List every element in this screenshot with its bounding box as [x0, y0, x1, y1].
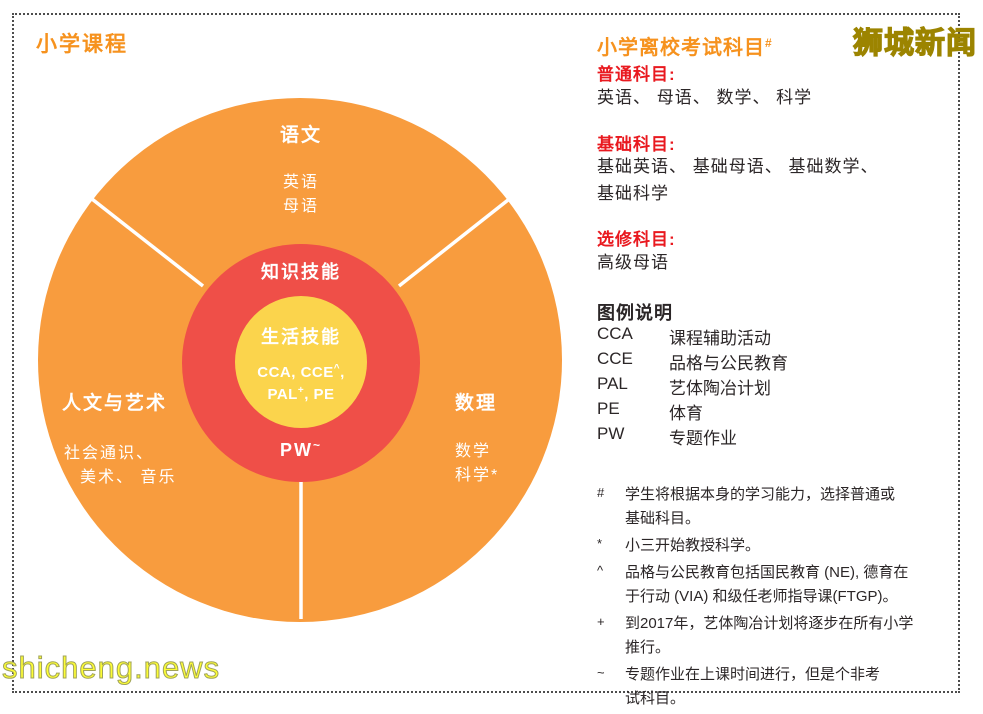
footnote-text: 学生将根据本身的学习能力，选择普通或 基础科目。 [625, 486, 896, 527]
legend-desc: 体育 [669, 404, 703, 423]
legend-abbr: CCA [597, 324, 633, 343]
exam-section-title: 小学离校考试科目# [597, 36, 773, 59]
legend-abbr: PW [597, 424, 625, 443]
footnote-marker: ~ [597, 665, 605, 680]
watermark-site-url: shicheng.news [1, 650, 221, 686]
footnotes-list: # 学生将根据本身的学习能力，选择普通或 基础科目。 * 小三开始教授科学。 ^… [597, 483, 949, 714]
legend-title: 图例说明 [597, 303, 673, 323]
segment-subjects-languages: 英语 母语 [282, 174, 320, 215]
footnote-marker: + [597, 614, 605, 629]
legend-abbr: CCE [597, 349, 633, 368]
segment-subjects-humanities: 社会通识、 美术、 音乐 [64, 445, 177, 486]
life-skills-core [235, 296, 367, 428]
page-title: 小学课程 [36, 33, 128, 56]
footnote-marker: * [597, 536, 603, 551]
footnote: + 到2017年，艺体陶冶计划将逐步在所有小学 推行。 [597, 612, 949, 660]
footnote: # 学生将根据本身的学习能力，选择普通或 基础科目。 [597, 483, 949, 531]
footnote-marker: ^ [597, 563, 604, 578]
footnote-marker: # [597, 485, 605, 500]
legend-list: CCA 课程辅助活动 CCE 品格与公民教育 PAL 艺体陶冶计划 PE 体育 … [597, 324, 788, 449]
footnote-text: 小三开始教授科学。 [625, 537, 761, 554]
footnote-text: 品格与公民教育包括国民教育 (NE), 德育在 于行动 (VIA) 和级任老师指… [625, 564, 909, 605]
legend-desc: 艺体陶冶计划 [669, 379, 771, 398]
legend-item: PW 专题作业 [597, 424, 788, 449]
dotted-border [12, 13, 960, 693]
core-label-life-skills: 生活技能 [261, 327, 341, 347]
optional-subjects-list: 高级母语 [597, 253, 669, 272]
legend-item: PE 体育 [597, 399, 788, 424]
cce-footnote-mark: ^ [333, 363, 341, 374]
footnote: * 小三开始教授科学。 [597, 534, 949, 558]
segment-label-humanities: 人文与艺术 [62, 393, 168, 414]
legend-desc: 课程辅助活动 [669, 329, 771, 348]
core-programmes-line1: CCA, CCE^, [257, 363, 345, 381]
standard-subjects-heading: 普通科目: [597, 65, 676, 84]
footnote: ^ 品格与公民教育包括国民教育 (NE), 德育在 于行动 (VIA) 和级任老… [597, 561, 949, 609]
foundation-subjects-list: 基础英语、 基础母语、 基础数学、 基础科学 [597, 157, 879, 203]
segment-label-math-science: 数理 [455, 393, 498, 414]
core-programmes-line2: PAL+, PE [267, 385, 335, 403]
legend-item: CCA 课程辅助活动 [597, 324, 788, 349]
pw-footnote-mark: ~ [312, 438, 323, 452]
optional-subjects-heading: 选修科目: [597, 230, 676, 249]
exam-title-footnote-mark: # [765, 36, 773, 50]
core-programmes: CCA, CCE^, PAL+, PE [257, 360, 345, 404]
footnote: ~ 专题作业在上课时间进行，但是个非考 试科目。 [597, 663, 949, 711]
footnote-text: 到2017年，艺体陶冶计划将逐步在所有小学 推行。 [625, 615, 914, 656]
pal-footnote-mark: + [297, 385, 305, 396]
footnote-text: 专题作业在上课时间进行，但是个非考 试科目。 [625, 666, 881, 707]
segment-label-languages: 语文 [279, 125, 323, 146]
watermark-site-name: 狮城新闻 [852, 26, 977, 60]
legend-item: PAL 艺体陶冶计划 [597, 374, 788, 399]
ring-label-pw: PW~ [279, 438, 323, 460]
legend-desc: 专题作业 [669, 429, 737, 448]
legend-abbr: PE [597, 399, 620, 418]
legend-desc: 品格与公民教育 [669, 354, 788, 373]
ring-label-knowledge-skills: 知识技能 [261, 262, 341, 282]
legend-item: CCE 品格与公民教育 [597, 349, 788, 374]
standard-subjects-list: 英语、 母语、 数学、 科学 [597, 88, 813, 107]
segment-subjects-math-science: 数学 科学* [455, 443, 500, 484]
legend-abbr: PAL [597, 374, 628, 393]
foundation-subjects-heading: 基础科目: [597, 135, 676, 154]
